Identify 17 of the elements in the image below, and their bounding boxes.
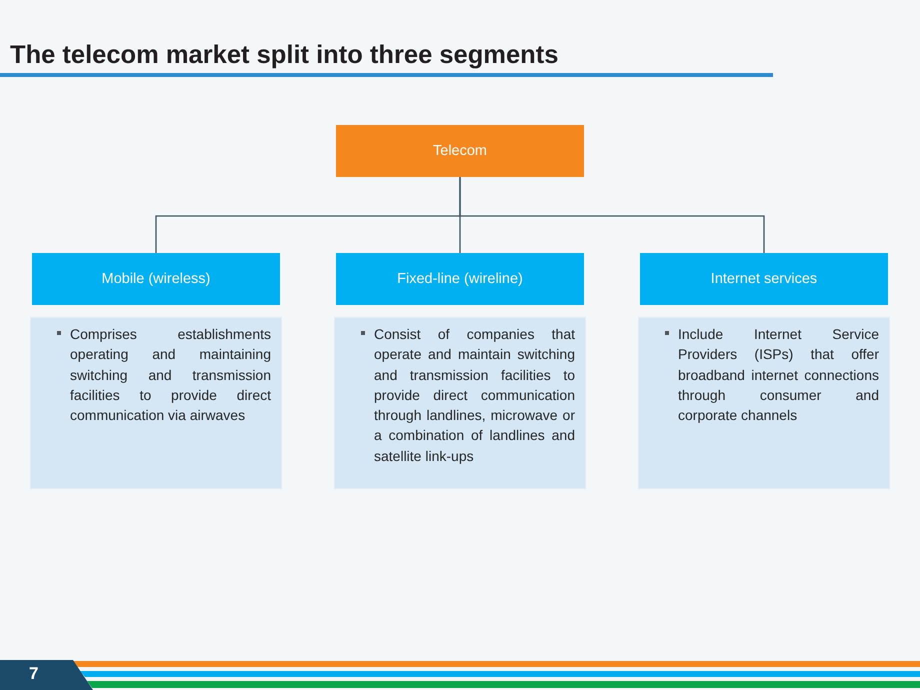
slide-title: The telecom market split into three segments bbox=[10, 41, 558, 70]
root-box bbox=[336, 125, 584, 177]
node-label: Mobile (wireless) bbox=[102, 271, 210, 287]
segment-box bbox=[32, 253, 280, 305]
node-label: Fixed-line (wireline) bbox=[397, 271, 523, 287]
description-panel bbox=[335, 318, 585, 488]
segment-box bbox=[640, 253, 888, 305]
description-panel bbox=[31, 318, 281, 488]
description-panel bbox=[639, 318, 889, 488]
node-label: Internet services bbox=[710, 271, 818, 287]
segment-box bbox=[336, 253, 584, 305]
description-text: Consist of companies that operate and maintain switching and transmission facilities to provide direct communication through landlines, microwave or a combination of landlines and satellite link-ups bbox=[374, 325, 575, 466]
description-text: Comprises establishments operating and maintaining switching and transmission facilities to provide direct communication via airwaves bbox=[70, 325, 271, 426]
connector-line bbox=[459, 177, 765, 253]
page-number: 7 bbox=[29, 664, 38, 684]
node-label: Telecom bbox=[433, 143, 487, 159]
description-text: Include Internet Service Providers (ISPs) that offer broadband internet connections through consumer and corporate channels bbox=[678, 325, 879, 426]
